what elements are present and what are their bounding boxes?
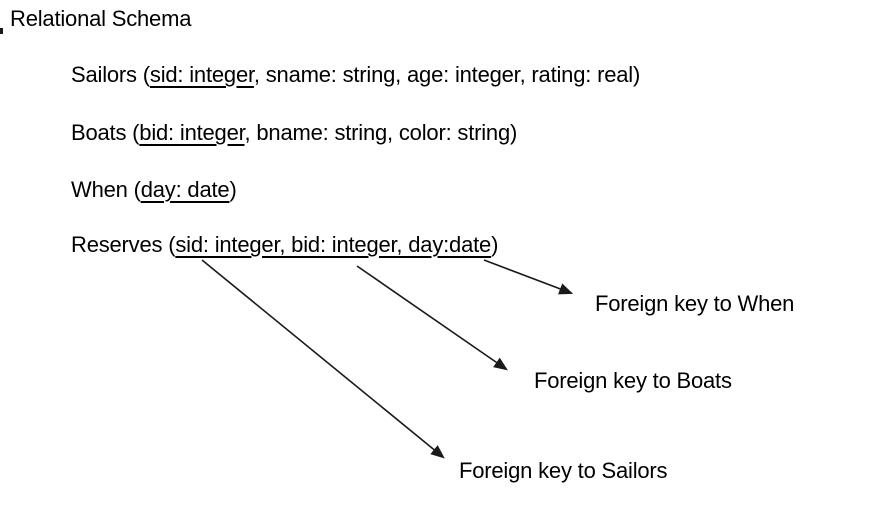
relation-suffix: , sname: string, age: integer, rating: r…	[253, 62, 641, 87]
primary-key: day: date	[140, 177, 230, 202]
relation-reserves: Reserves (sid: integer, bid: integer, da…	[71, 232, 498, 258]
relation-suffix: )	[491, 232, 499, 257]
page-title: Relational Schema	[10, 6, 192, 31]
foreign-key-label-boats: Foreign key to Boats	[534, 368, 732, 393]
arrow-to-boats	[356, 265, 508, 371]
relation-boats: Boats (bid: integer, bname: string, colo…	[71, 120, 517, 146]
primary-key: sid: integer	[149, 62, 254, 87]
relation-prefix: When (	[71, 177, 141, 202]
relation-prefix: Boats (	[71, 120, 140, 145]
arrow-to-sailors	[201, 259, 445, 459]
relation-when: When (day: date)	[71, 177, 237, 203]
cropped-bullet-artifact	[0, 28, 3, 34]
relation-prefix: Sailors (	[71, 62, 150, 87]
foreign-key-label-sailors: Foreign key to Sailors	[459, 458, 668, 483]
relation-prefix: Reserves (	[71, 232, 176, 257]
arrow-to-when	[483, 259, 574, 295]
primary-key: bid: integer	[139, 120, 245, 145]
relation-suffix: )	[229, 177, 237, 202]
foreign-key-label-when: Foreign key to When	[595, 291, 795, 316]
relation-suffix: , bname: string, color: string)	[244, 120, 518, 145]
primary-key: sid: integer, bid: integer, day:date	[175, 232, 492, 257]
relation-sailors: Sailors (sid: integer, sname: string, ag…	[71, 62, 640, 88]
